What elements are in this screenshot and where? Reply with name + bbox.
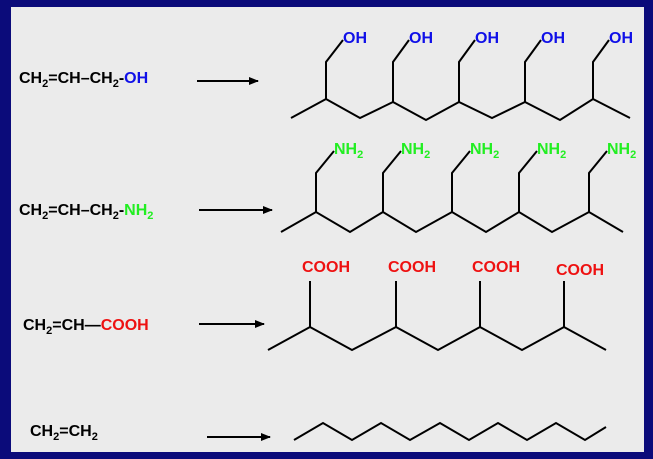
side-group-label: OH bbox=[475, 30, 499, 47]
side-group-label: COOH bbox=[388, 259, 436, 276]
polymer-backbone bbox=[280, 210, 624, 234]
side-chain-bond bbox=[451, 150, 471, 212]
side-group-label: OH bbox=[343, 30, 367, 47]
polymer-chain: NH2 NH2 NH2 NH2 NH2 bbox=[280, 141, 636, 234]
polymer-chain bbox=[293, 421, 607, 442]
monomer-formula: CH2=CH2 bbox=[30, 423, 98, 443]
diagram-panel bbox=[11, 7, 644, 452]
reaction-row-ethylene: CH2=CH2 bbox=[30, 421, 607, 443]
side-chain-bond bbox=[524, 39, 542, 102]
side-group-label: NH2 bbox=[334, 141, 363, 161]
side-group-label: OH bbox=[541, 30, 565, 47]
reaction-row-allyl-alcohol: CH2=CH–CH2-OH OH OH OH OH OH bbox=[19, 30, 633, 122]
side-chain-bond bbox=[458, 39, 476, 102]
side-chain-bond bbox=[315, 150, 335, 212]
monomer-formula: CH2=CH–CH2-NH2 bbox=[19, 202, 153, 222]
polymer-chain: OH OH OH OH OH bbox=[290, 30, 633, 122]
side-group-label: COOH bbox=[302, 259, 350, 276]
side-group-label: OH bbox=[409, 30, 433, 47]
polymer-chain: COOH COOH COOH COOH bbox=[267, 259, 607, 352]
side-group-label: NH2 bbox=[607, 141, 636, 161]
monomer-formula: CH2=CH—COOH bbox=[23, 317, 149, 337]
polymer-backbone bbox=[267, 325, 607, 352]
reaction-row-allylamine: CH2=CH–CH2-NH2 NH2 NH2 NH2 NH2 NH2 bbox=[19, 141, 636, 234]
side-chain-bond bbox=[592, 39, 610, 99]
side-chain-bond bbox=[588, 150, 608, 212]
polymer-backbone bbox=[290, 97, 631, 122]
side-chain-bond bbox=[382, 150, 402, 212]
side-chain-bond bbox=[518, 150, 538, 212]
side-chain-bond bbox=[325, 39, 344, 99]
monomer-formula: CH2=CH–CH2-OH bbox=[19, 70, 148, 90]
side-group-label: NH2 bbox=[470, 141, 499, 161]
side-group-label: COOH bbox=[472, 259, 520, 276]
side-group-label: OH bbox=[609, 30, 633, 47]
side-chain-bond bbox=[392, 39, 410, 102]
reaction-row-acrylic-acid: CH2=CH—COOH COOH COOH COOH COOH bbox=[23, 259, 607, 352]
side-group-label: NH2 bbox=[401, 141, 430, 161]
side-group-label: NH2 bbox=[537, 141, 566, 161]
polymer-backbone bbox=[293, 421, 607, 442]
side-group-label: COOH bbox=[556, 262, 604, 279]
